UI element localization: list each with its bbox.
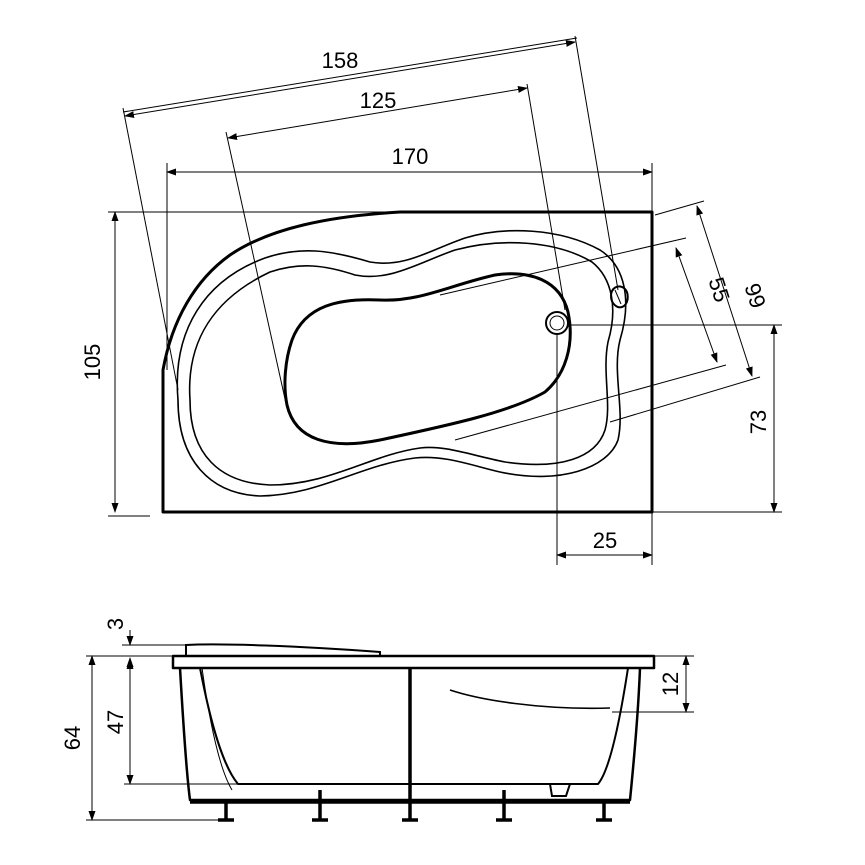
dim-105: 105	[80, 211, 400, 517]
rim	[171, 654, 656, 670]
dim-158: 158	[122, 35, 619, 391]
dim-55: 55	[439, 237, 735, 441]
dim-25-label: 25	[593, 528, 617, 553]
tub-inner-contour	[188, 241, 614, 486]
seat-curve	[449, 689, 611, 710]
dim-73-label: 73	[746, 410, 771, 434]
dim-99: 99	[609, 200, 771, 423]
inner-shell-wall	[201, 667, 233, 791]
headrest	[185, 643, 381, 656]
dim-73: 73	[568, 324, 782, 513]
dim-47-label: 47	[103, 710, 128, 734]
tub-outline	[161, 210, 654, 514]
dim-99-label: 99	[739, 280, 770, 311]
dim-3-label: 3	[103, 618, 128, 630]
drain-icon	[545, 311, 569, 335]
support-legs	[218, 790, 612, 822]
dim-25: 25	[556, 335, 653, 565]
dim-55-label: 55	[703, 274, 734, 305]
inner-shell	[199, 667, 629, 785]
dim-170-label: 170	[392, 144, 429, 169]
dim-12-label: 12	[658, 672, 683, 696]
dim-170: 170	[166, 144, 653, 370]
drain-inner-icon	[549, 315, 565, 331]
dim-125-label: 125	[360, 88, 397, 113]
dim-47: 47	[103, 659, 238, 785]
dim-64-label: 64	[60, 726, 85, 750]
dim-64: 64	[60, 655, 220, 821]
side-view: 3 64 47 12	[60, 618, 694, 822]
tub-basin	[283, 272, 572, 446]
overflow-detail	[614, 289, 622, 305]
dim-125: 125	[225, 83, 566, 409]
drain-fitting-icon	[548, 783, 572, 797]
dim-158-label: 158	[322, 48, 359, 73]
dim-105-label: 105	[80, 344, 105, 381]
dim-12: 12	[612, 655, 694, 713]
tub-rim	[176, 229, 627, 497]
overflow-icon	[609, 285, 629, 309]
top-view: 158 125 170 105 55	[80, 35, 782, 565]
